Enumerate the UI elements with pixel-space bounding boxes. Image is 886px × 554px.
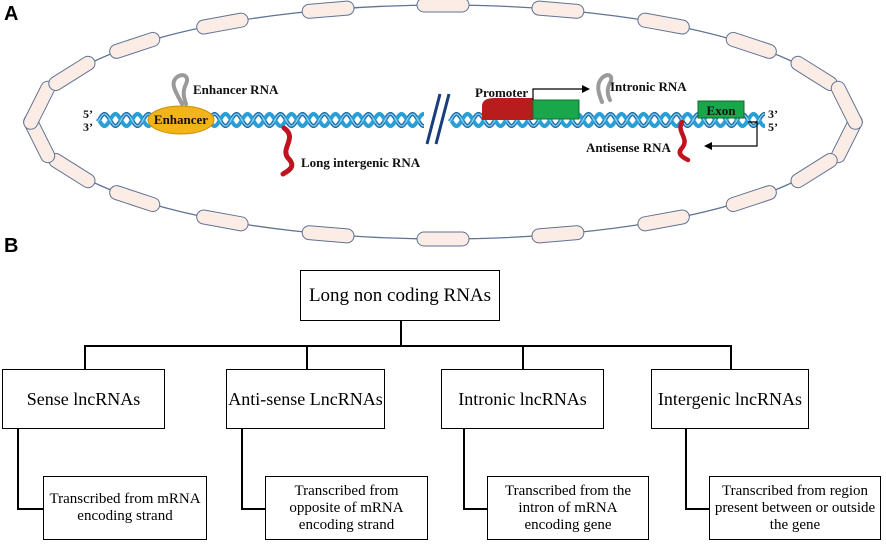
membrane-segment <box>531 225 585 244</box>
branch-1-drop <box>84 345 86 369</box>
cell-membrane-segments <box>23 0 863 247</box>
lincrna-label: Long intergenic RNA <box>301 155 421 170</box>
antisense-transcription-arrow <box>712 121 758 147</box>
enhancer-rna-label: Enhancer RNA <box>193 82 279 97</box>
right-top-end-label: 3’ <box>768 107 778 121</box>
antisense-rna-strand <box>677 119 691 163</box>
desc-intronic: Transcribed from the intron of mRNA enco… <box>487 476 649 540</box>
antisense-rna-label: Antisense RNA <box>586 140 671 155</box>
membrane-segment <box>416 0 470 13</box>
exon-label: Exon <box>707 103 737 118</box>
branch-bar <box>84 345 731 347</box>
helix-break-mark <box>425 93 451 145</box>
membrane-segment <box>301 0 355 19</box>
desc-antisense: Transcribed from opposite of mRNA encodi… <box>265 476 428 540</box>
first-exon-element <box>532 99 580 120</box>
membrane-segment <box>416 231 470 247</box>
category-intergenic: Intergenic lncRNAs <box>651 369 809 429</box>
membrane-segment <box>531 0 585 19</box>
membrane-segment <box>725 185 777 213</box>
right-bottom-end-label: 5’ <box>768 120 778 134</box>
membrane-segment <box>637 12 690 35</box>
membrane-segment <box>48 55 96 91</box>
membrane-segment <box>301 225 355 244</box>
connector-2-vertical <box>241 429 243 509</box>
membrane-segment <box>196 209 249 232</box>
category-sense: Sense lncRNAs <box>2 369 165 429</box>
root-box: Long non coding RNAs <box>300 270 500 321</box>
connector-1-horizontal <box>17 508 43 510</box>
category-antisense: Anti-sense LncRNAs <box>226 369 385 429</box>
membrane-segment <box>109 185 161 213</box>
panel-a-letter: A <box>4 3 18 25</box>
promoter-element <box>482 98 533 120</box>
connector-2-horizontal <box>241 508 265 510</box>
membrane-segment <box>790 153 838 189</box>
lincrna-strand <box>280 125 295 177</box>
enhancer-element <box>147 105 215 135</box>
connector-4-horizontal <box>685 508 709 510</box>
enhancer-rna-strand <box>171 73 189 106</box>
desc-intergenic: Transcribed from region present between … <box>709 476 881 540</box>
promoter-label: Promoter <box>475 85 528 100</box>
category-intronic: Intronic lncRNAs <box>441 369 604 429</box>
membrane-segment <box>725 31 777 59</box>
sense-transcription-arrow <box>532 88 582 100</box>
connector-1-vertical <box>17 429 19 509</box>
sense-arrowhead <box>582 85 590 93</box>
branch-2-drop <box>306 345 308 369</box>
connector-4-vertical <box>685 429 687 509</box>
intronic-rna-label: Intronic RNA <box>610 79 687 94</box>
branch-4-drop <box>730 345 732 369</box>
connector-3-vertical <box>463 429 465 509</box>
left-bottom-end-label: 3’ <box>83 120 93 134</box>
membrane-segment <box>830 80 863 130</box>
enhancer-label: Enhancer <box>154 112 208 127</box>
membrane-segment <box>109 31 161 59</box>
desc-sense: Transcribed from mRNA encoding strand <box>43 476 207 540</box>
membrane-segment <box>637 209 690 232</box>
left-top-end-label: 5’ <box>83 107 93 121</box>
root-stem <box>400 321 402 346</box>
intronic-rna-strand <box>596 73 614 104</box>
antisense-arrowhead <box>704 142 712 150</box>
connector-3-horizontal <box>463 508 487 510</box>
panel-b-letter: B <box>4 235 18 257</box>
membrane-segment <box>196 12 249 35</box>
exon-element <box>697 100 745 119</box>
branch-3-drop <box>522 345 524 369</box>
